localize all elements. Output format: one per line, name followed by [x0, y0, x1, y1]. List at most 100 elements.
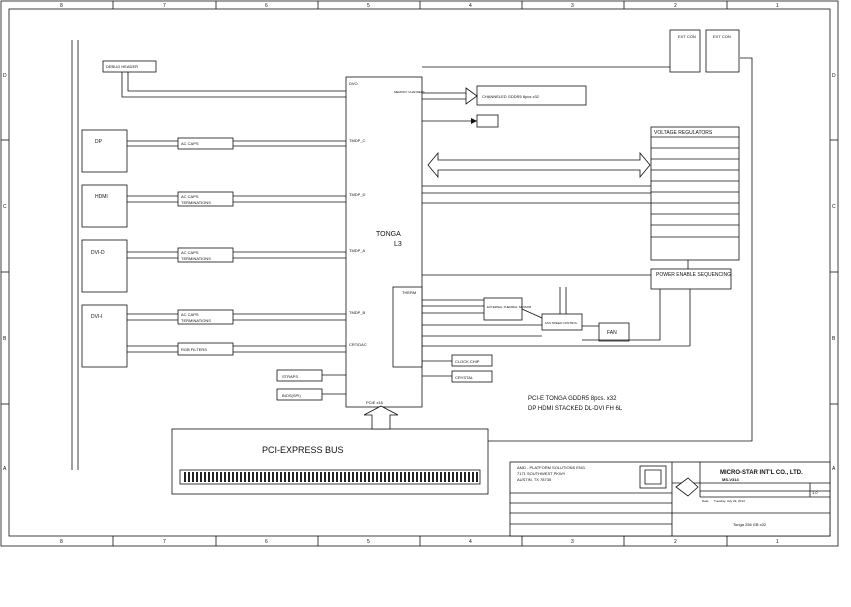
therm-wires	[422, 287, 691, 347]
connector-dp: DP	[81, 129, 128, 173]
ac-caps-box	[177, 247, 234, 263]
inner-border	[8, 8, 831, 537]
pcie-finger	[192, 472, 194, 482]
pcie-finger	[412, 472, 414, 482]
ext-con-2	[705, 29, 740, 73]
col-label-bottom: 4	[469, 539, 472, 545]
pcie-finger	[248, 472, 250, 482]
pcie-finger	[372, 472, 374, 482]
pcie-finger	[204, 472, 206, 482]
col-label-bottom: 1	[776, 539, 779, 545]
gpu-name: TONGA	[376, 231, 401, 238]
pcie-finger	[460, 472, 462, 482]
pcie-finger	[280, 472, 282, 482]
pcie-finger	[416, 472, 418, 482]
date-value: Tuesday, July 29, 2014	[714, 499, 745, 503]
pcie-finger	[292, 472, 294, 482]
pcie-finger	[360, 472, 362, 482]
pcie-finger	[300, 472, 302, 482]
pcie-finger	[264, 472, 266, 482]
pcie-finger	[404, 472, 406, 482]
pcie-fingers	[184, 472, 478, 482]
col-label-top: 3	[571, 3, 574, 9]
ac-caps-box	[177, 137, 234, 150]
pcie-finger	[216, 472, 218, 482]
video-wires	[127, 140, 346, 353]
col-label-top: 4	[469, 3, 472, 9]
connector-hdmi: HDMI	[81, 184, 128, 228]
tmdp-d-label: TMDP_D	[349, 192, 366, 197]
bios-box	[276, 388, 323, 401]
debug-wire	[121, 72, 346, 98]
pcie-finger	[308, 472, 310, 482]
mem-aux-box	[476, 114, 499, 128]
col-label-top: 1	[776, 3, 779, 9]
pcie-finger	[316, 472, 318, 482]
pcie-x16-label: PCIE x16	[366, 400, 384, 405]
pcie-finger	[464, 472, 466, 482]
debug-header-box	[102, 60, 157, 73]
pcie-finger	[256, 472, 258, 482]
svg-text:DVI-D: DVI-D	[91, 250, 105, 256]
connector-dvi-i: DVI-I	[81, 304, 128, 368]
fan-box	[598, 322, 630, 342]
row-label-left: C	[3, 204, 7, 210]
pcie-finger	[240, 472, 242, 482]
pcie-finger	[184, 472, 186, 482]
row-label-right: D	[832, 73, 836, 79]
ac-caps-label: AC CAPS	[181, 141, 199, 146]
pcie-finger	[396, 472, 398, 482]
pcie-finger	[432, 472, 434, 482]
col-label-bottom: 8	[60, 539, 63, 545]
pcie-finger	[312, 472, 314, 482]
pcie-finger	[408, 472, 410, 482]
terminations-label: TERMINATIONS	[181, 318, 211, 323]
svg-text:DP: DP	[95, 139, 103, 145]
pcie-finger	[276, 472, 278, 482]
doc-title: Tonga 256 GB x32	[733, 522, 767, 527]
note-line-1: PCI-E TONGA GDDR5 8pcs. x32	[528, 396, 617, 402]
terminations-label: TERMINATIONS	[181, 256, 211, 261]
row-label-right: C	[832, 204, 836, 210]
pcie-finger	[452, 472, 454, 482]
power-enable-label: POWER ENABLE SEQUENCING	[656, 272, 731, 278]
pcie-finger	[332, 472, 334, 482]
fan-speed-box	[541, 313, 583, 331]
svg-text:DVI-I: DVI-I	[91, 314, 102, 320]
outer-border	[0, 0, 839, 547]
col-label-top: 8	[60, 3, 63, 9]
ext-con-1	[669, 29, 701, 73]
col-label-bottom: 2	[674, 539, 677, 545]
col-label-top: 2	[674, 3, 677, 9]
row-label-right: B	[832, 336, 836, 342]
pcie-finger	[244, 472, 246, 482]
pcie-arrow	[363, 405, 399, 430]
pcie-finger	[200, 472, 202, 482]
pcie-finger	[252, 472, 254, 482]
ext-con-2-label: EXT CON	[713, 34, 731, 39]
company-name: MICRO-STAR INT'L CO., LTD.	[720, 470, 803, 476]
memory-channels-label: MEMORY CHANNELS	[394, 90, 425, 94]
pcie-finger	[188, 472, 190, 482]
row-label-left: A	[3, 466, 7, 472]
vr-dividers	[651, 136, 739, 238]
arrow	[471, 118, 477, 124]
title-block: AMD - PLATFORM SOLUTIONS ENG. 7171 SOUTH…	[509, 461, 831, 537]
col-label-bottom: 5	[367, 539, 370, 545]
pcie-finger	[428, 472, 430, 482]
revision: 1.0	[812, 490, 818, 495]
model-number: MS-V314	[722, 477, 739, 482]
pcie-finger	[436, 472, 438, 482]
pcie-finger	[352, 472, 354, 482]
rgb-filters-label: RGB FILTERS	[181, 347, 207, 352]
pcie-finger	[272, 472, 274, 482]
col-label-bottom: 6	[265, 539, 268, 545]
crystal-box	[451, 370, 493, 383]
fan-speed-label: FAN SPEED CONTROL	[545, 321, 578, 325]
gpu-revision: L3	[394, 241, 402, 248]
tmdp-c-label: TMDP_C	[349, 138, 366, 143]
ac-caps-label: AC CAPS	[181, 250, 199, 255]
fan-label: FAN	[607, 330, 617, 336]
date-label: Date:	[702, 499, 709, 503]
